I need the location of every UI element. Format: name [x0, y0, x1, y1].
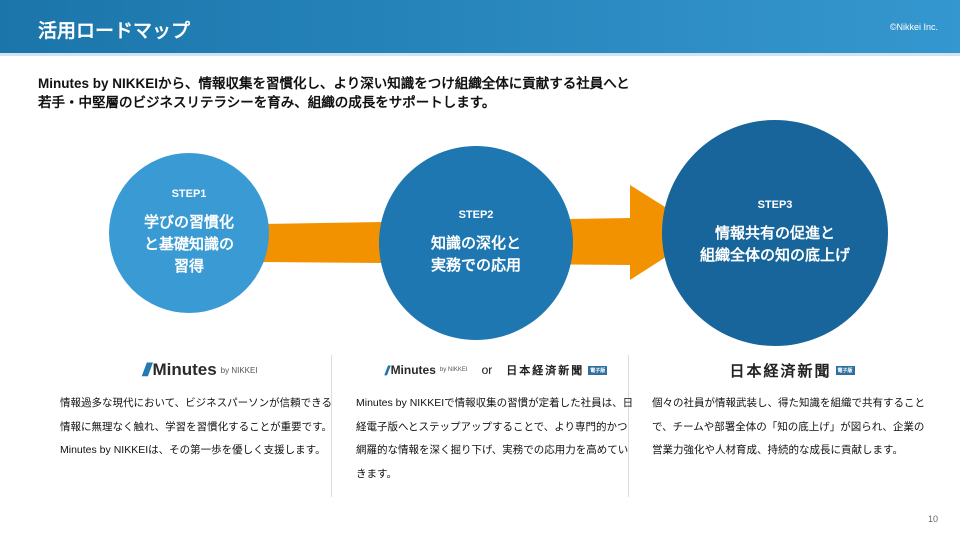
logo-text: Minutes: [152, 360, 217, 379]
step-label: STEP3: [757, 199, 793, 211]
divider: [628, 355, 629, 497]
step2-circle: STEP2 知識の深化と 実務での応用: [379, 146, 573, 340]
page-number: 10: [927, 514, 938, 524]
column-step3: 日本経済新聞電子版 個々の社員が情報武装し、得た知識を組織で共有することで、チー…: [652, 352, 932, 497]
logo-text: 日本経済新聞: [729, 361, 832, 380]
nikkei-logo: 日本経済新聞電子版: [729, 360, 855, 381]
divider: [331, 355, 332, 497]
badge: 電子版: [588, 365, 608, 375]
step-label: STEP1: [171, 188, 207, 200]
lead-line: Minutes by NIKKEIから、情報収集を習慣化し、より深い知識をつけ組…: [38, 76, 630, 91]
column-text: Minutes by NIKKEIで情報収集の習慣が定着した社員は、日経電子版へ…: [356, 397, 634, 480]
column-text: 個々の社員が情報武装し、得た知識を組織で共有することで、チームや部署全体の「知の…: [652, 397, 925, 456]
step1-circle: STEP1 学びの習慣化 と基礎知識の 習得: [109, 153, 269, 313]
step-name: 学びの習慣化 と基礎知識の 習得: [143, 214, 234, 275]
page-title: 活用ロードマップ: [38, 21, 191, 42]
step-label: STEP2: [458, 209, 494, 221]
logo-by: by NIKKEI: [439, 367, 468, 373]
logo-by: by NIKKEI: [220, 365, 258, 375]
logo-text: Minutes: [390, 363, 436, 377]
step-name: 知識の深化と 実務での応用: [430, 235, 521, 274]
lead-text: Minutes by NIKKEIから、情報収集を習慣化し、より深い知識をつけ組…: [38, 74, 630, 112]
nikkei-logo: 日本経済新聞電子版: [506, 362, 608, 378]
or-text: or: [481, 363, 493, 377]
header-bar: 活用ロードマップ ©Nikkei Inc.: [0, 0, 960, 56]
column-text: 情報過多な現代において、ビジネスパーソンが信頼できる情報に無理なく触れ、学習を習…: [60, 397, 333, 456]
copyright: ©Nikkei Inc.: [889, 22, 938, 32]
step3-circle: STEP3 情報共有の促進と 組織全体の知の底上げ: [662, 120, 888, 346]
badge: 電子版: [835, 365, 855, 375]
step-name: 情報共有の促進と 組織全体の知の底上げ: [699, 225, 850, 264]
logo-text: 日本経済新聞: [506, 364, 585, 377]
lead-line: 若手・中堅層のビジネスリテラシーを育み、組織の成長をサポートします。: [38, 95, 496, 110]
